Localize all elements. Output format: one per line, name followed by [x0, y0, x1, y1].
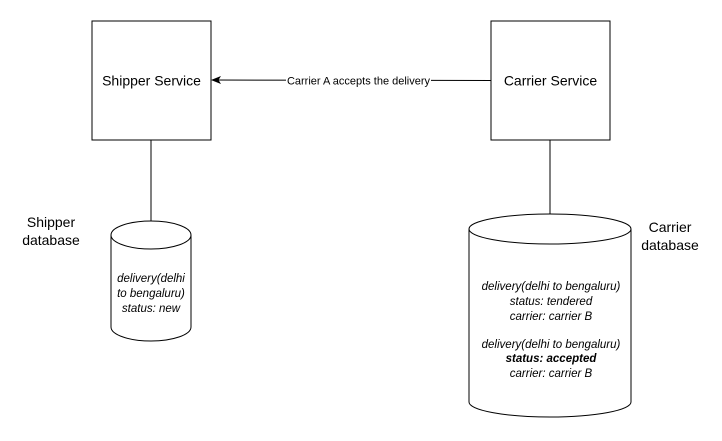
carrier-db-record2-line-3: carrier: carrier B — [510, 368, 593, 380]
carrier-db-record1-line-3: carrier: carrier B — [510, 311, 593, 323]
edge-label: Carrier A accepts the delivery — [287, 76, 431, 88]
carrier-service-label: Carrier Service — [504, 73, 598, 89]
shipper-db-line-3: status: new — [122, 303, 181, 315]
carrier-db-record2-status: status: accepted — [506, 353, 598, 365]
carrier-service-node[interactable]: Carrier Service — [490, 20, 611, 141]
shipper-service-node[interactable]: Shipper Service — [91, 20, 212, 141]
carrier-db-record1-line-2: status: tendered — [510, 296, 593, 308]
carrier-db-label-line-1: Carrier — [649, 219, 692, 235]
carrier-db-record2-line-1: delivery(delhi to bengaluru) — [482, 339, 621, 351]
shipper-db-line-2: to bengaluru) — [117, 288, 185, 300]
shipper-db-line-1: delivery(delhi — [117, 273, 185, 285]
carrier-database-cylinder[interactable]: delivery(delhi to bengaluru) status: ten… — [468, 213, 632, 418]
shipper-db-label-line-1: Shipper — [27, 214, 76, 230]
shipper-db-label-line-2: database — [22, 232, 80, 248]
carrier-db-label-line-2: database — [641, 237, 699, 253]
shipper-database-cylinder[interactable]: delivery(delhi to bengaluru) status: new — [110, 220, 192, 342]
carrier-db-record1-line-1: delivery(delhi to bengaluru) — [482, 281, 621, 293]
shipper-service-label: Shipper Service — [102, 73, 201, 89]
edge-label-background — [286, 73, 431, 88]
